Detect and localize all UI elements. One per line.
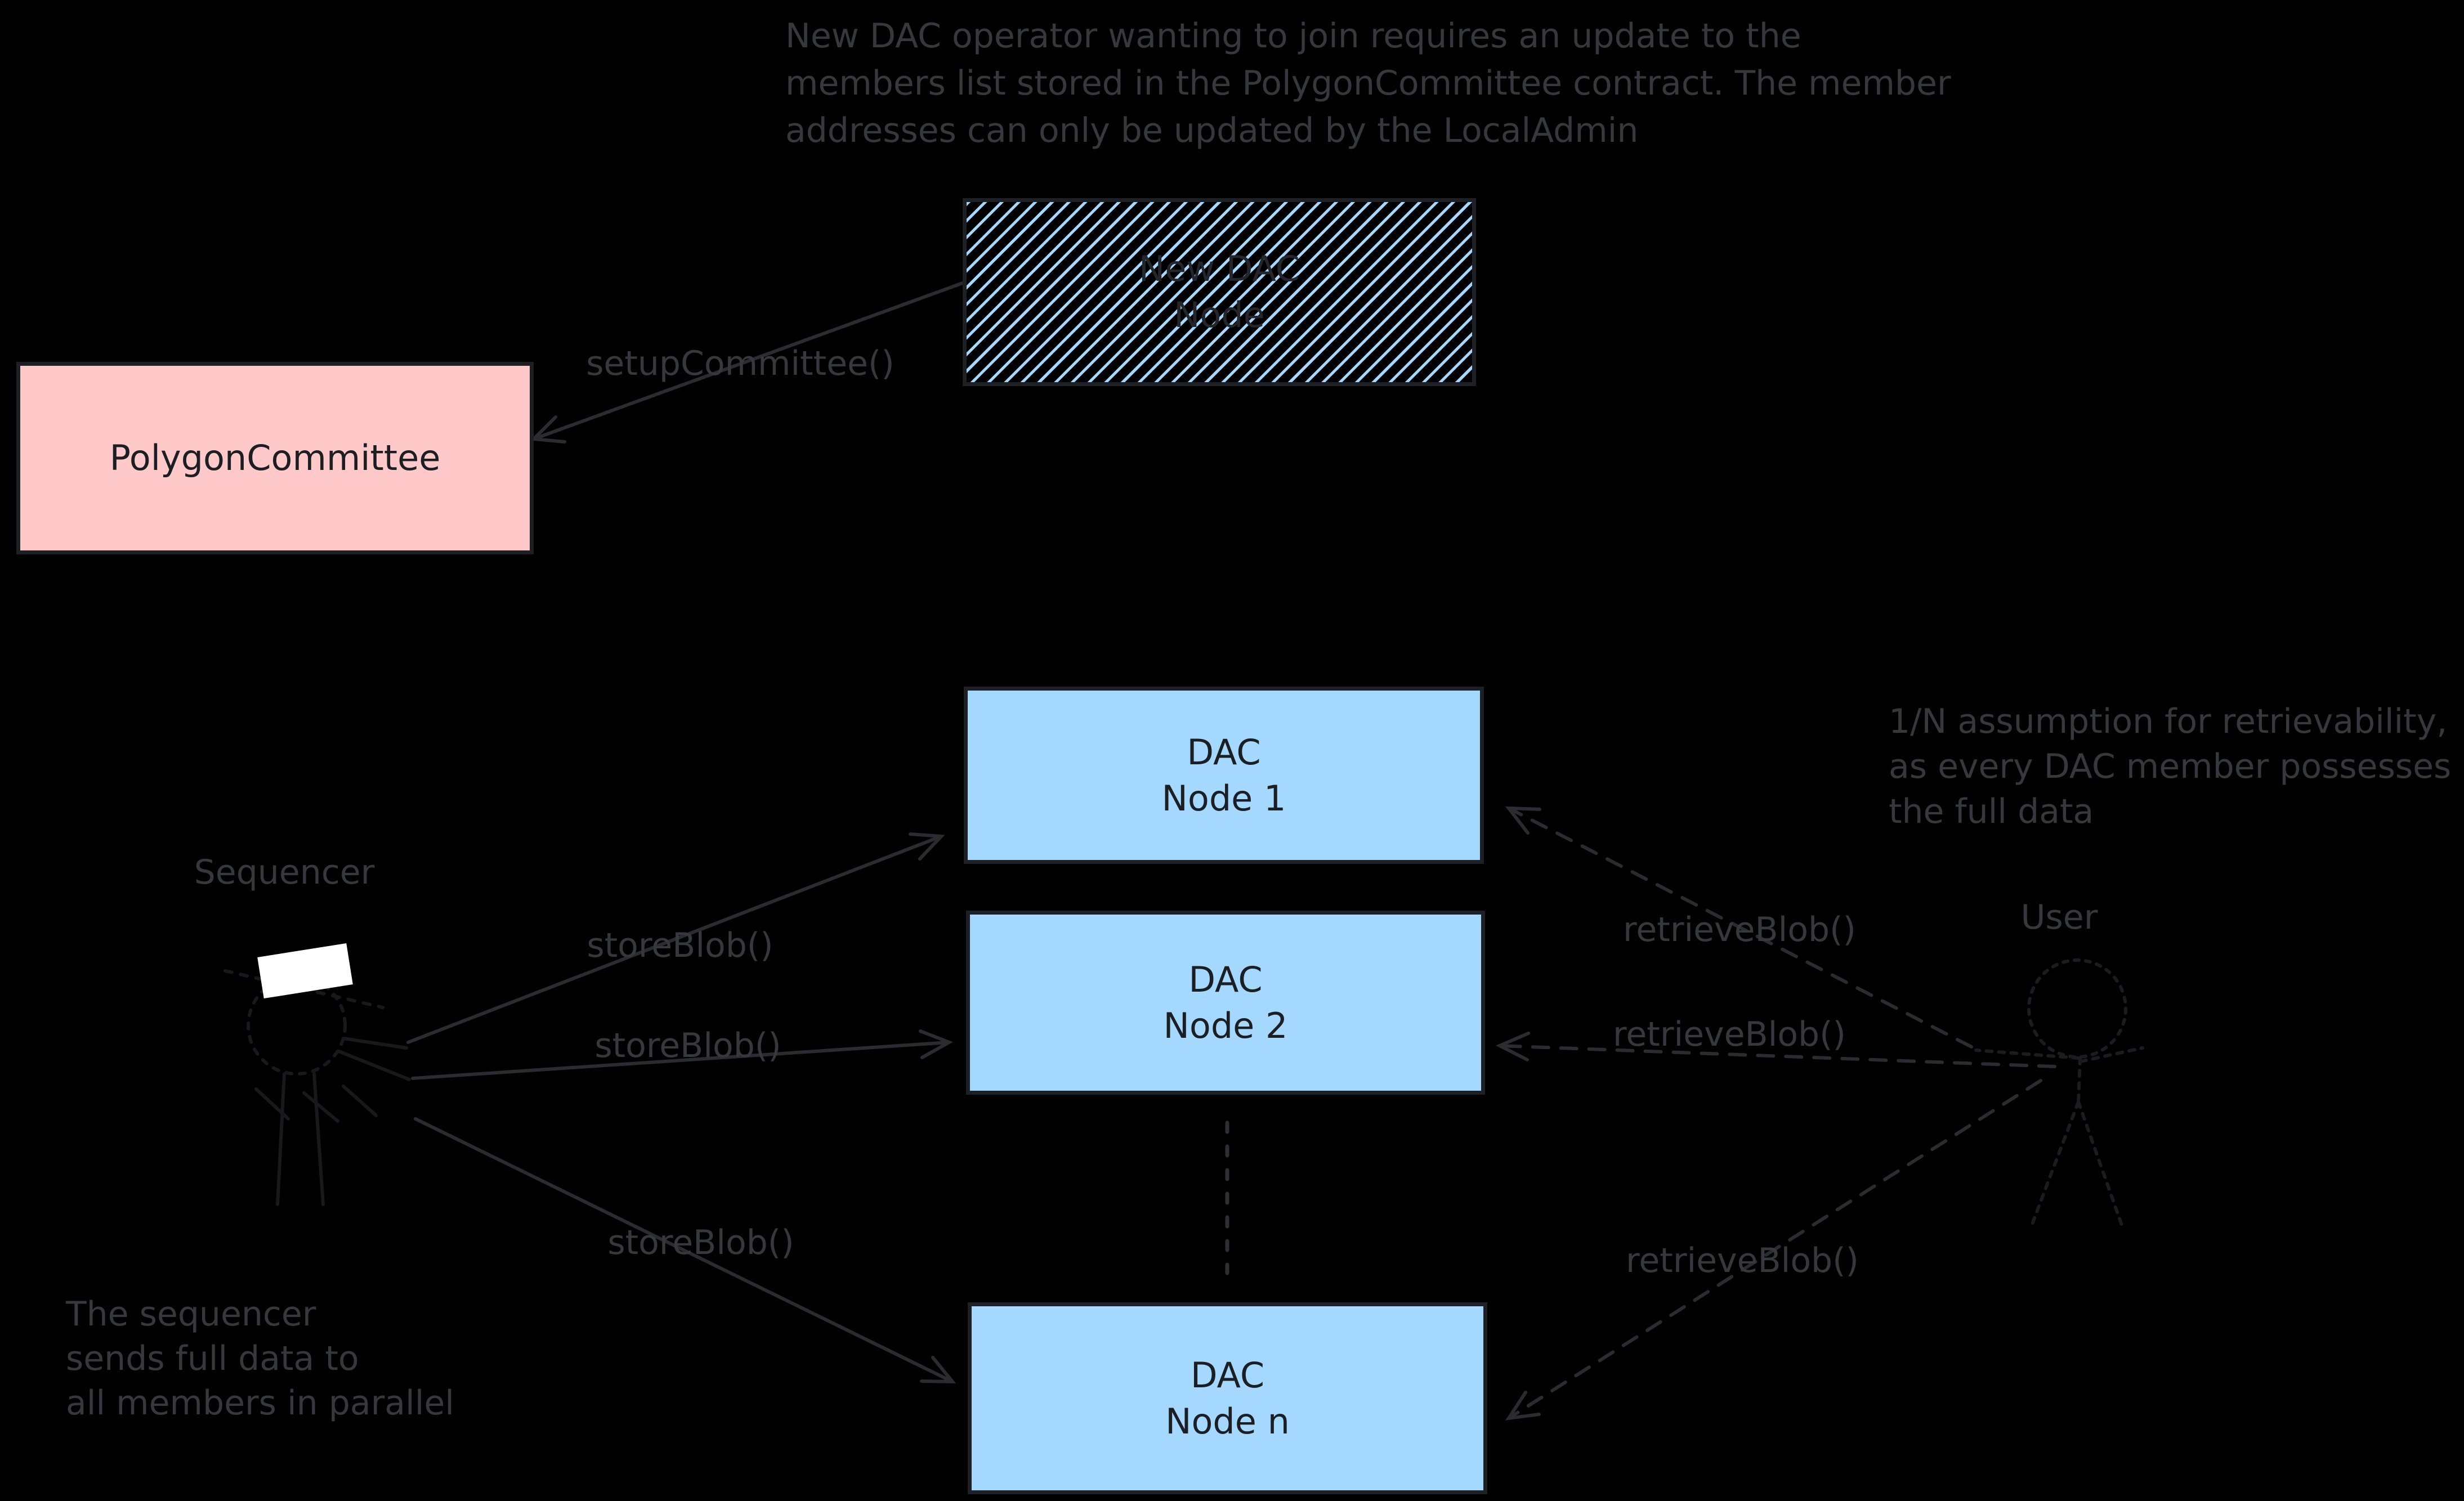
new-dac-note: New DAC operator wanting to join require… — [785, 12, 1951, 154]
user-label: User — [2020, 898, 2098, 937]
parallel-note-line3: all members in parallel — [66, 1383, 454, 1423]
parallel-note-line1: The sequencer — [66, 1294, 316, 1334]
sequencer-label: Sequencer — [194, 853, 375, 892]
store-blob-label-2: storeBlob() — [594, 1026, 781, 1065]
retrievability-note-line2: as every DAC member possesses — [1889, 747, 2452, 786]
retrievability-note-line3: the full data — [1889, 792, 2094, 831]
node-new-dac-label-line2: Node — [1174, 294, 1265, 335]
node-new-dac: New DAC Node — [963, 198, 1476, 386]
node-dac-n-label-line2: Node n — [1165, 1400, 1290, 1442]
node-dac-2-label-line2: Node 2 — [1163, 1005, 1288, 1046]
node-dac-1-label-line2: Node 1 — [1161, 777, 1286, 819]
retrieve-blob-label-3: retrieveBlob() — [1626, 1241, 1859, 1280]
new-dac-note-line2: members list stored in the PolygonCommit… — [785, 64, 1951, 103]
store-blob-label-1: storeBlob() — [587, 926, 773, 965]
parallel-note: The sequencer sends full data to all mem… — [66, 1292, 454, 1426]
retrievability-note-line1: 1/N assumption for retrievability, — [1889, 702, 2448, 741]
retrieve-blob-arrow-2 — [1495, 1032, 2056, 1068]
node-dac-1-label-line1: DAC — [1187, 731, 1261, 773]
parallel-note-line2: sends full data to — [66, 1339, 359, 1378]
node-dac-2-label-line1: DAC — [1188, 958, 1263, 1000]
retrieve-blob-label-2: retrieveBlob() — [1613, 1015, 1846, 1054]
store-blob-arrow-1 — [406, 832, 945, 1044]
retrieve-blob-arrow-1 — [1505, 806, 1973, 1049]
setup-committee-label: setupCommittee() — [586, 344, 895, 383]
setup-committee-arrow — [530, 280, 969, 443]
sequencer-hat — [257, 943, 353, 999]
node-polygon-committee-label: PolygonCommittee — [109, 437, 441, 478]
retrievability-note: 1/N assumption for retrievability, as ev… — [1889, 699, 2451, 834]
new-dac-note-line1: New DAC operator wanting to join require… — [785, 16, 1801, 56]
new-dac-note-line3: addresses can only be updated by the Loc… — [785, 111, 1639, 150]
node-new-dac-label-line1: New DAC — [1138, 248, 1300, 289]
store-blob-arrow-2 — [411, 1029, 953, 1080]
node-dac-n: DAC Node n — [968, 1302, 1487, 1494]
node-dac-2: DAC Node 2 — [966, 911, 1485, 1095]
sequencer-person-icon — [223, 943, 411, 1206]
store-blob-arrow-3 — [414, 1117, 956, 1384]
user-person-icon — [1974, 958, 2144, 1231]
retrieve-blob-arrow-3 — [1505, 1079, 2042, 1421]
store-blob-label-3: storeBlob() — [607, 1223, 794, 1262]
node-dac-n-label-line1: DAC — [1190, 1354, 1265, 1396]
node-dac-1: DAC Node 1 — [964, 687, 1484, 864]
node-polygon-committee: PolygonCommittee — [16, 362, 534, 554]
retrieve-blob-label-1: retrieveBlob() — [1623, 910, 1856, 949]
